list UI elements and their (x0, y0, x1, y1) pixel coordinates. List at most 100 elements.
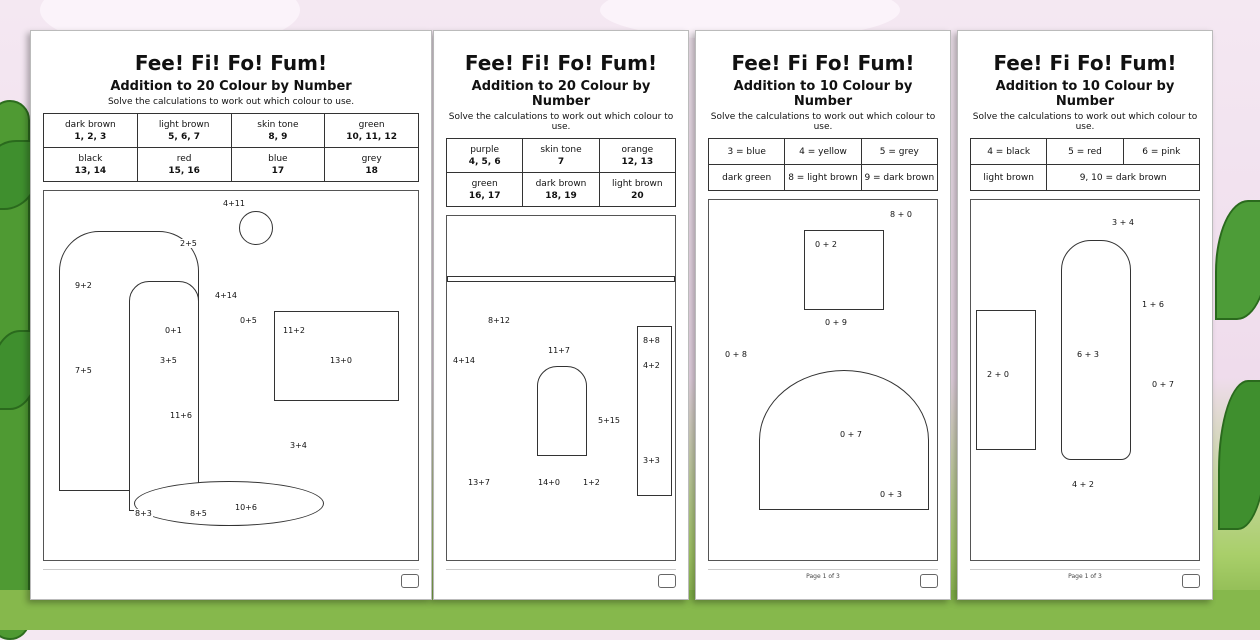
key-cell: dark green (707, 164, 786, 191)
calc-label: 5+15 (597, 416, 621, 425)
publisher-logo (920, 574, 938, 588)
rug (134, 481, 324, 526)
calc-label: 11+6 (169, 411, 193, 420)
calc-label: 13+7 (467, 478, 491, 487)
sheet-subtitle: Addition to 10 Colour by Number (733, 79, 913, 109)
key-cell: 3 = blue (707, 138, 786, 165)
calc-label: 0 + 8 (724, 350, 748, 359)
calc-label: 1 + 6 (1141, 300, 1165, 309)
publisher-logo (401, 574, 419, 588)
key-cell: 6 = pink (1122, 138, 1201, 165)
sheet-title: Fee! Fi! Fo! Fum! (464, 51, 658, 75)
calc-label: 6 + 3 (1076, 350, 1100, 359)
colouring-picture: 8+12 4+14 11+7 5+15 8+8 4+2 3+3 14+0 1+2… (446, 215, 676, 561)
calc-label: 1+2 (582, 478, 601, 487)
sheet-title: Fee! Fi Fo! Fum! (731, 51, 915, 75)
worksheet-1: Fee! Fi! Fo! Fum! Addition to 20 Colour … (30, 30, 432, 600)
key-cell: 5 = red (1046, 138, 1124, 165)
calc-label: 3+5 (159, 356, 178, 365)
calc-label: 0 + 9 (824, 318, 848, 327)
calc-label: 0 + 7 (839, 430, 863, 439)
calc-label: 10+6 (234, 503, 258, 512)
calc-label: 4+14 (452, 356, 476, 365)
calc-label: 0+5 (239, 316, 258, 325)
calc-label: 7+5 (74, 366, 93, 375)
worksheet-3: Fee! Fi Fo! Fum! Addition to 10 Colour b… (695, 30, 951, 600)
footer: Page 1 of 3 (970, 569, 1200, 591)
calc-label: 11+7 (547, 346, 571, 355)
colouring-picture: 4+11 2+5 9+2 4+14 0+1 0+5 11+2 13+0 7+5 … (43, 190, 419, 561)
calc-label: 4+2 (642, 361, 661, 370)
calc-label: 4+11 (222, 199, 246, 208)
key-cell: 4 = yellow (784, 138, 862, 165)
sheet-subtitle: Addition to 10 Colour by Number (995, 79, 1175, 109)
calc-label: 2 + 0 (986, 370, 1010, 379)
sheet-instructions: Solve the calculations to work out which… (107, 97, 355, 107)
calc-label: 9+2 (74, 281, 93, 290)
leaf (1215, 200, 1260, 320)
calc-label: 8+8 (642, 336, 661, 345)
worksheet-4: Fee! Fi Fo! Fum! Addition to 10 Colour b… (957, 30, 1213, 600)
key-cell: 9, 10 = dark brown (1046, 164, 1200, 191)
key-cell: 4 = black (969, 138, 1048, 165)
calc-label: 13+0 (329, 356, 353, 365)
sheet-subtitle: Addition to 20 Colour by Number (110, 79, 352, 94)
colouring-picture: 3 + 4 1 + 6 2 + 0 6 + 3 0 + 7 4 + 2 (970, 199, 1200, 561)
calc-label: 8+5 (189, 509, 208, 518)
sheet-instructions: Solve the calculations to work out which… (972, 112, 1198, 132)
colouring-picture: 8 + 0 0 + 2 0 + 9 0 + 8 0 + 7 0 + 3 (708, 199, 938, 561)
calc-label: 11+2 (282, 326, 306, 335)
calc-label: 14+0 (537, 478, 561, 487)
footer (446, 569, 676, 591)
worksheet-2: Fee! Fi! Fo! Fum! Addition to 20 Colour … (433, 30, 689, 600)
calc-label: 8+12 (487, 316, 511, 325)
calc-label: 3 + 4 (1111, 218, 1135, 227)
calc-label: 3+4 (289, 441, 308, 450)
harp (537, 366, 587, 456)
sheet-title: Fee! Fi Fo! Fum! (993, 51, 1177, 75)
publisher-logo (1182, 574, 1200, 588)
calc-label: 0 + 7 (1151, 380, 1175, 389)
sheet-instructions: Solve the calculations to work out which… (710, 112, 936, 132)
calc-label: 4 + 2 (1071, 480, 1095, 489)
calc-label: 0 + 3 (879, 490, 903, 499)
key-cell: 5 = grey (860, 138, 939, 165)
calc-label: 2+5 (179, 239, 198, 248)
calc-label: 0 + 2 (814, 240, 838, 249)
shelf (447, 276, 675, 282)
calc-label: 8 + 0 (889, 210, 913, 219)
footer (43, 569, 419, 591)
footer: Page 1 of 3 (708, 569, 938, 591)
calc-label: 8+3 (134, 509, 153, 518)
page-number: Page 1 of 3 (806, 573, 840, 580)
bottle (637, 326, 672, 496)
fireplace (976, 310, 1036, 450)
calc-label: 3+3 (642, 456, 661, 465)
publisher-logo (658, 574, 676, 588)
sheet-title: Fee! Fi! Fo! Fum! (134, 51, 328, 75)
sheet-instructions: Solve the calculations to work out which… (448, 112, 674, 132)
clock (239, 211, 273, 245)
key-cell: 8 = light brown (784, 164, 862, 191)
page-number: Page 1 of 3 (1068, 573, 1102, 580)
leaf (1218, 380, 1260, 530)
calc-label: 0+1 (164, 326, 183, 335)
